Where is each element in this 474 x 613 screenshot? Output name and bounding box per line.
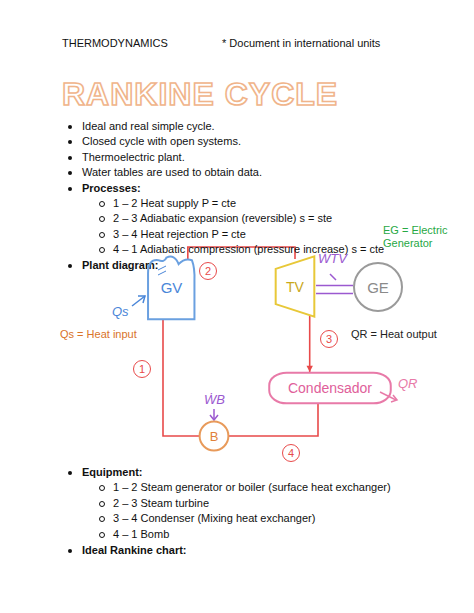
process-box: Condensador: [268, 372, 392, 404]
heat-output-arrowhead: [391, 395, 397, 402]
pipe-connector: [309, 316, 311, 372]
text-line: Thermoelectric plant.: [82, 151, 185, 164]
equipment-circle: GE: [353, 262, 403, 312]
bullet-ring: [99, 201, 105, 207]
pipe-connector: [229, 404, 318, 436]
text-line: Equipment:: [82, 466, 143, 479]
circle-outline: [200, 422, 229, 451]
boiler-outline: [148, 257, 194, 320]
bullet-ring: [99, 232, 105, 238]
text-line: Water tables are used to obtain data.: [82, 166, 262, 179]
symbol-label: ẆB: [204, 393, 225, 406]
text-line: THERMODYNAMICS: [62, 37, 168, 50]
bullet-dot: [68, 171, 72, 175]
boiler-mark: [158, 266, 166, 275]
text-line: * Document in international units: [222, 37, 380, 50]
bullet-dot: [68, 125, 72, 129]
shaft-connector: [316, 286, 353, 294]
text-line: 1 – 2 Steam generator or boiler (surface…: [113, 481, 391, 494]
symbol-label: ẆTV: [318, 252, 347, 265]
bullet-ring: [99, 516, 105, 522]
text-line: 1 – 2 Heat supply P = cte: [113, 197, 236, 210]
text-line: Closed cycle with open systems.: [82, 135, 241, 148]
text-line: Ideal Rankine chart:: [82, 544, 187, 557]
text-line: 2 – 3 Steam turbine: [113, 497, 209, 510]
bullet-dot: [68, 187, 72, 191]
text-line: QR = Heat output: [351, 328, 437, 341]
turbine-outline: [276, 256, 315, 316]
heat-input-arrow: [132, 296, 145, 306]
equipment-circle: B: [199, 421, 229, 451]
turbine-work-arrow: [330, 274, 336, 280]
bullet-dot: [68, 264, 72, 268]
text-line: Qs = Heat input: [60, 328, 137, 341]
callout-number: 3: [320, 330, 338, 348]
bullet-dot: [68, 549, 72, 553]
pipe-connector: [163, 320, 199, 436]
symbol-label: Qs: [112, 305, 129, 318]
text-line: 3 – 4 Heat rejection P = cte: [113, 228, 246, 241]
callout-number: 2: [199, 262, 217, 280]
callout-number: 4: [282, 444, 300, 462]
heat-input-arrowhead: [138, 296, 145, 303]
bullet-dot: [68, 471, 72, 475]
equipment-shape: GV: [146, 255, 197, 320]
text-line: 2 – 3 Adiabatic expansion (reversible) s…: [113, 212, 332, 225]
page-title: RANKINE CYCLE: [62, 76, 338, 113]
node-text: GV: [161, 279, 183, 296]
bullet-ring: [99, 247, 105, 253]
node-text: B: [210, 429, 219, 444]
text-line: Ideal and real simple cycle.: [82, 120, 215, 133]
bullet-dot: [68, 140, 72, 144]
arrowhead: [307, 366, 313, 372]
symbol-label: QR: [398, 377, 418, 390]
node-text: TV: [286, 279, 304, 295]
bullet-ring: [99, 501, 105, 507]
pump-work-arrowhead: [210, 415, 218, 420]
text-line: 3 – 4 Condenser (Mixing heat exchanger): [113, 512, 315, 525]
box-outline: [269, 373, 391, 404]
node-text: GE: [367, 279, 389, 296]
callout-number: 1: [133, 360, 151, 378]
bullet-ring: [99, 485, 105, 491]
bullet-ring: [99, 532, 105, 538]
pump-work-arrow: [213, 409, 215, 419]
equipment-shape: TV: [274, 255, 316, 318]
text-line: 4 – 1 Bomb: [113, 528, 169, 541]
text-line: EG = Electric Generator: [383, 224, 465, 250]
text-line: Plant diagram:: [82, 259, 158, 272]
bullet-dot: [68, 156, 72, 160]
bullet-ring: [99, 216, 105, 222]
node-text: Condensador: [288, 380, 372, 396]
text-line: Processes:: [82, 182, 141, 195]
circle-outline: [354, 263, 402, 311]
